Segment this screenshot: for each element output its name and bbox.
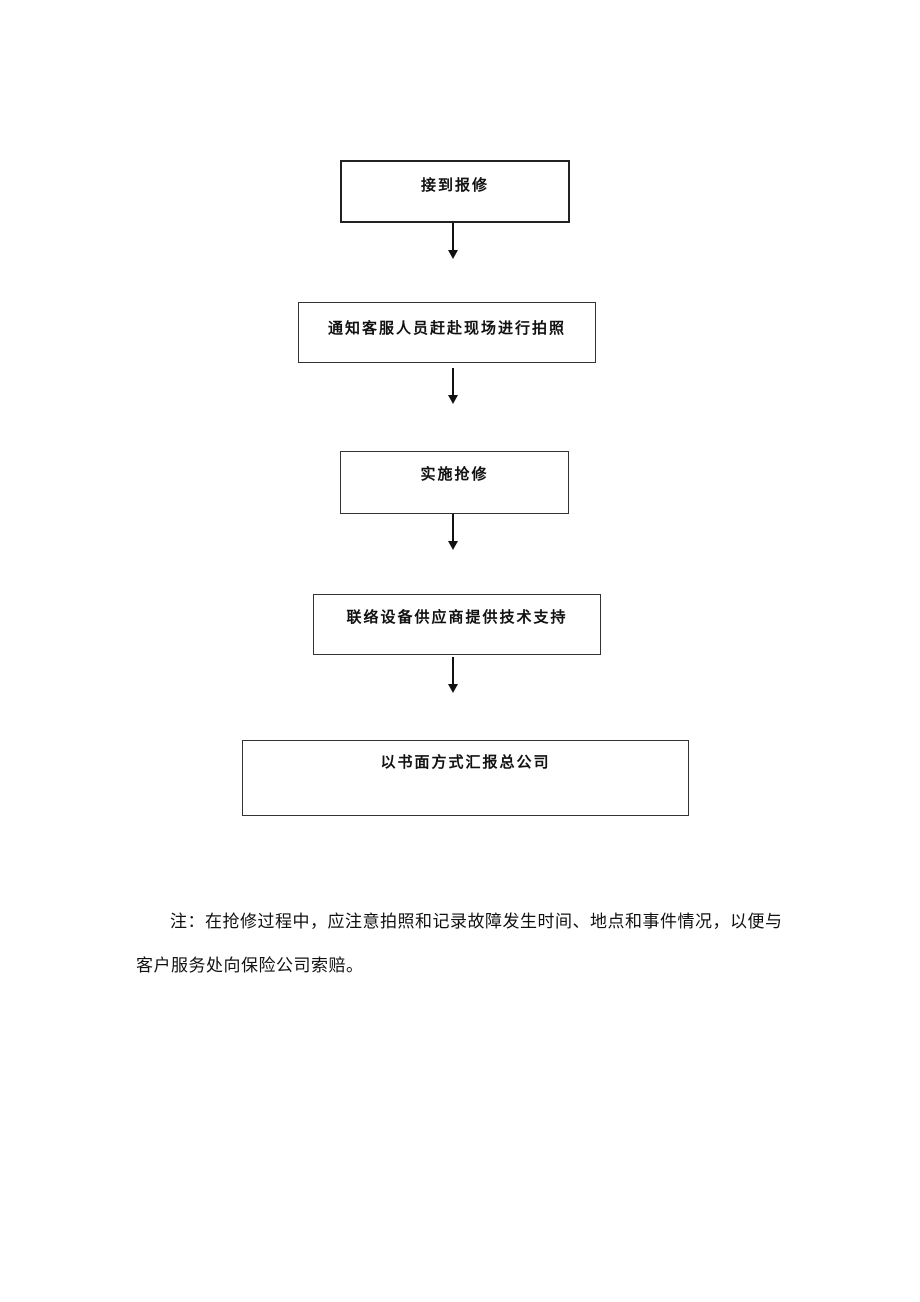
flow-step-notify-staff: 通知客服人员赶赴现场进行拍照 xyxy=(298,302,596,363)
note-paragraph: 注：在抢修过程中，应注意拍照和记录故障发生时间、地点和事件情况，以便与客户服务处… xyxy=(136,912,783,976)
flow-arrow-4 xyxy=(447,657,459,693)
flow-step-label: 实施抢修 xyxy=(420,465,489,483)
flow-step-label: 以书面方式汇报总公司 xyxy=(380,753,551,771)
flow-step-label: 接到报修 xyxy=(420,176,489,194)
flow-step-label: 通知客服人员赶赴现场进行拍照 xyxy=(327,319,566,337)
flow-step-label: 联络设备供应商提供技术支持 xyxy=(346,608,568,626)
flow-arrow-2 xyxy=(447,368,459,404)
flow-arrow-3 xyxy=(447,514,459,550)
flow-step-perform-repair: 实施抢修 xyxy=(340,451,569,514)
flow-step-receive-report: 接到报修 xyxy=(340,160,570,223)
flow-step-contact-supplier: 联络设备供应商提供技术支持 xyxy=(313,594,601,655)
flow-arrow-1 xyxy=(447,223,459,259)
flow-step-written-report: 以书面方式汇报总公司 xyxy=(242,740,689,816)
